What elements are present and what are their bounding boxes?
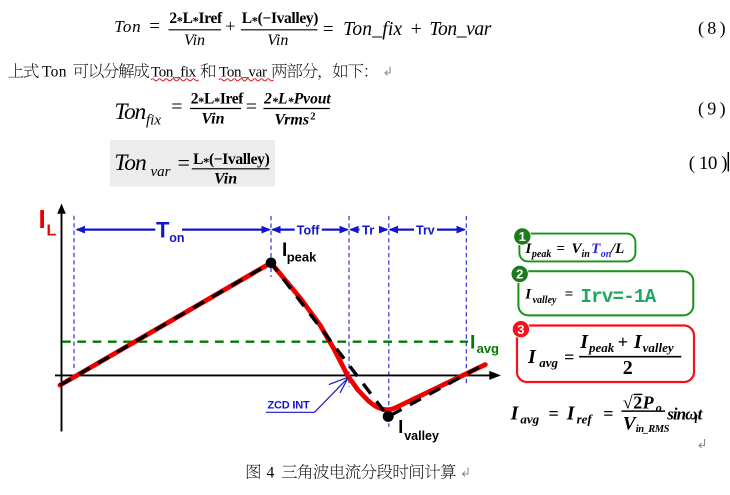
svg-text:Vin: Vin (201, 110, 224, 127)
svg-text:=: = (149, 16, 160, 37)
svg-text:( 10 ): ( 10 ) (689, 153, 727, 174)
svg-text:T: T (591, 241, 601, 257)
svg-text:L: L (47, 223, 57, 240)
svg-text:Ton_var: Ton_var (219, 65, 267, 81)
svg-text:L*(−Ivalley): L*(−Ivalley) (193, 151, 269, 170)
svg-text:I: I (566, 403, 576, 425)
svg-text:=: = (565, 287, 574, 303)
svg-text:2*L*Iref: 2*L*Iref (169, 10, 223, 29)
svg-text:Vin: Vin (214, 171, 237, 188)
svg-text:Vin: Vin (184, 32, 205, 49)
svg-text:sinω: sinω (666, 405, 697, 424)
svg-text:o: o (656, 401, 662, 415)
svg-text:1: 1 (519, 229, 526, 244)
svg-text:( 8 ): ( 8 ) (698, 18, 726, 39)
svg-text:=: = (171, 96, 182, 118)
svg-text:T: T (156, 217, 170, 242)
svg-text:in: in (582, 249, 591, 260)
svg-text:=: = (178, 150, 190, 175)
svg-text:( 9 ): ( 9 ) (698, 99, 726, 120)
svg-text:=: = (323, 19, 334, 40)
svg-text:2*L*Iref: 2*L*Iref (191, 91, 245, 110)
svg-text:=: = (557, 241, 566, 257)
svg-text:I: I (398, 417, 403, 437)
svg-text:Ton_fix: Ton_fix (151, 65, 197, 81)
svg-text:ref: ref (577, 412, 594, 427)
svg-text:+: + (225, 16, 235, 36)
svg-text:peak: peak (531, 249, 551, 260)
svg-text:/L: /L (610, 241, 624, 257)
svg-text:L*(−Ivalley): L*(−Ivalley) (242, 10, 318, 29)
svg-text:=: = (564, 347, 574, 367)
svg-text:Vin: Vin (267, 32, 288, 49)
svg-text:avg: avg (477, 341, 499, 356)
svg-text:Ton: Ton (114, 150, 146, 176)
svg-text:in_RMS: in_RMS (636, 424, 670, 435)
svg-text:I: I (633, 331, 643, 353)
svg-text:Ton: Ton (114, 99, 145, 125)
svg-text:l: l (694, 412, 698, 426)
svg-text:Ton: Ton (114, 17, 141, 36)
svg-text:+: + (618, 332, 628, 352)
svg-text:t: t (698, 405, 704, 424)
svg-text:peak: peak (588, 340, 615, 355)
svg-text:=: = (603, 404, 613, 424)
svg-text:valley: valley (404, 429, 439, 443)
svg-text:avg: avg (539, 355, 558, 370)
svg-text:I: I (470, 331, 475, 353)
svg-text:V: V (572, 241, 584, 257)
svg-text:on: on (601, 249, 612, 260)
svg-text:P: P (642, 392, 655, 412)
svg-text:valley: valley (533, 295, 557, 306)
svg-text:fix: fix (146, 112, 161, 128)
svg-text:Toff: Toff (297, 224, 321, 238)
svg-text:I: I (527, 346, 537, 368)
svg-text:I: I (510, 403, 520, 425)
svg-text:2: 2 (310, 111, 315, 122)
svg-text:2: 2 (633, 392, 642, 412)
svg-text:Vrms: Vrms (274, 111, 309, 128)
svg-text:3: 3 (517, 322, 524, 337)
svg-text:I: I (282, 240, 287, 261)
svg-text:2*L*Pvout: 2*L*Pvout (263, 91, 331, 110)
svg-text:=: = (246, 96, 257, 118)
svg-text:I: I (524, 287, 532, 303)
svg-text:avg: avg (520, 412, 539, 427)
svg-text:4: 4 (267, 465, 275, 482)
svg-text:I: I (579, 331, 589, 353)
svg-text:√: √ (623, 392, 633, 412)
svg-text:I: I (39, 204, 46, 234)
svg-text:2: 2 (623, 357, 633, 379)
svg-text:V: V (623, 413, 637, 434)
svg-text:on: on (169, 231, 184, 245)
svg-text:Trv: Trv (416, 224, 435, 238)
svg-text:Ton: Ton (42, 64, 67, 81)
svg-text:2: 2 (516, 267, 523, 282)
svg-text:ZCD INT: ZCD INT (268, 400, 310, 412)
svg-text:valley: valley (643, 340, 674, 355)
svg-text:peak: peak (287, 250, 317, 265)
svg-text:I: I (525, 241, 533, 257)
svg-text:+: + (411, 19, 422, 40)
svg-text:Ton_fix: Ton_fix (343, 19, 402, 40)
svg-text:=: = (549, 404, 559, 424)
svg-text:Irv=-1A: Irv=-1A (581, 286, 657, 308)
svg-text:Tr: Tr (362, 223, 374, 238)
svg-text:Ton_var: Ton_var (429, 19, 491, 40)
svg-text:var: var (151, 164, 171, 180)
